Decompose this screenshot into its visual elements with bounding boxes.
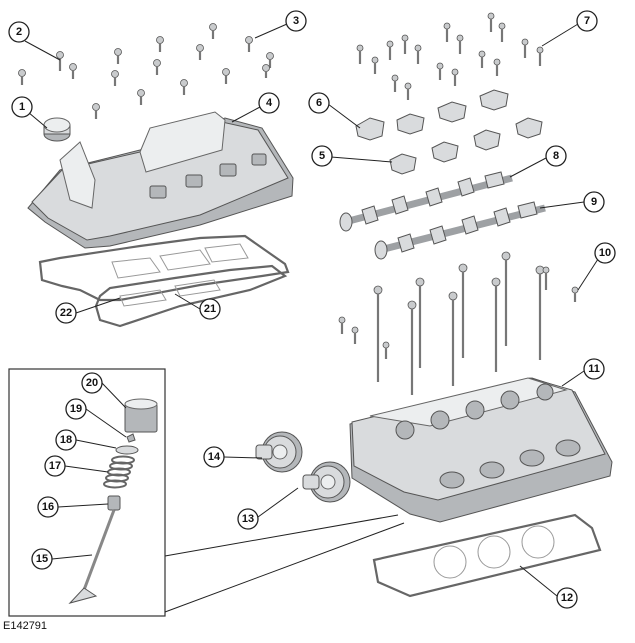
valve-assembly: [68, 398, 158, 604]
callout-8-label: 8: [553, 150, 559, 162]
callout-21-label: 21: [204, 303, 216, 315]
callout-2-label: 2: [16, 26, 22, 38]
callout-20-label: 20: [86, 377, 98, 389]
callout-14: 14: [203, 446, 225, 468]
callout-7: 7: [576, 10, 598, 32]
oil-filler-cap: [43, 117, 71, 142]
exhaust-vct-unit: [255, 431, 303, 473]
callout-18-label: 18: [60, 434, 72, 446]
inset-projection-line-top: [164, 514, 399, 557]
callout-4: 4: [258, 92, 280, 114]
callout-5: 5: [311, 145, 333, 167]
callout-3: 3: [285, 10, 307, 32]
callout-11-label: 11: [588, 363, 600, 375]
callout-17-label: 17: [49, 460, 61, 472]
camshaft-cover: [27, 111, 294, 249]
callout-22-label: 22: [60, 307, 72, 319]
callout-12-label: 12: [561, 592, 573, 604]
callout-9-label: 9: [591, 196, 597, 208]
callout-15-label: 15: [36, 553, 48, 565]
callout-19-label: 19: [70, 403, 82, 415]
callout-10-label: 10: [599, 247, 611, 259]
cylinder-head-bolts: [338, 251, 579, 395]
callout-1: 1: [11, 96, 33, 118]
leader-lines: [21, 23, 601, 597]
callout-11: 11: [583, 358, 605, 380]
callout-12: 12: [556, 587, 578, 609]
callout-18: 18: [55, 429, 77, 451]
intake-vct-unit: [302, 461, 351, 503]
callout-13-label: 13: [242, 513, 254, 525]
cylinder-head: [349, 377, 613, 523]
intake-camshaft: [374, 201, 546, 260]
callout-15: 15: [31, 548, 53, 570]
callout-2: 2: [8, 21, 30, 43]
callout-3-label: 3: [293, 15, 299, 27]
cam-cover-gaskets: [38, 234, 290, 328]
callout-16: 16: [37, 496, 59, 518]
callout-6: 6: [308, 92, 330, 114]
camshaft-bearing-caps: [355, 89, 543, 175]
callout-4-label: 4: [266, 97, 273, 109]
inset-projection-line-bottom: [164, 522, 405, 613]
callout-13: 13: [237, 508, 259, 530]
callout-16-label: 16: [42, 501, 54, 513]
callout-14-label: 14: [208, 451, 221, 463]
callout-10: 10: [594, 242, 616, 264]
callout-7-label: 7: [584, 15, 590, 27]
callout-6-label: 6: [316, 97, 322, 109]
callout-20: 20: [81, 372, 103, 394]
callout-19: 19: [65, 398, 87, 420]
callout-5-label: 5: [319, 150, 325, 162]
callout-22: 22: [55, 302, 77, 324]
callout-17: 17: [44, 455, 66, 477]
callout-1-label: 1: [19, 101, 25, 113]
cylinder-head-gasket: [372, 513, 602, 598]
callout-8: 8: [545, 145, 567, 167]
exhaust-camshaft: [339, 171, 513, 232]
figure-reference-code: E142791: [3, 620, 48, 632]
bearing-cap-bolts: [356, 12, 544, 100]
callout-9: 9: [583, 191, 605, 213]
callout-21: 21: [199, 298, 221, 320]
cam-cover-bolts: [18, 23, 274, 119]
